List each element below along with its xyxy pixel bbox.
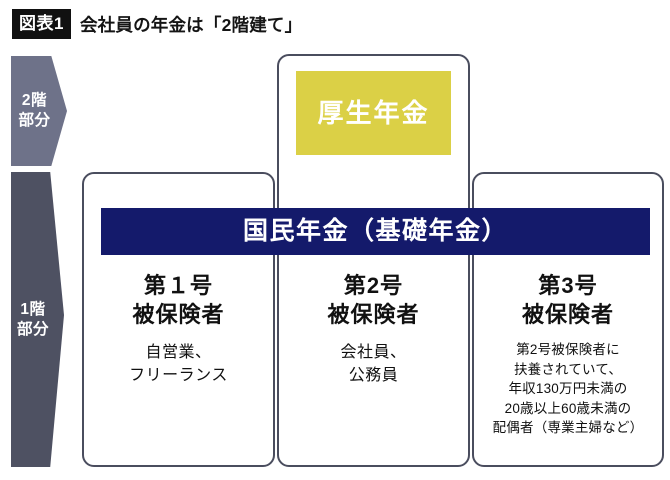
category-column-2: 第2号 被保険者 会社員、 公務員 — [279, 272, 468, 388]
kokumin-nenkin-bar: 国民年金（基礎年金） — [101, 208, 650, 255]
figure-title: 会社員の年金は「2階建て」 — [79, 14, 303, 35]
kokumin-nenkin-label: 国民年金（基礎年金） — [242, 217, 508, 245]
category-3-description: 第2号被保険者に 扶養されていて、 年収130万円未満の 20歳以上60歳未満の… — [492, 342, 644, 436]
floor-marker-second-tier: 2階 部分 — [11, 56, 67, 166]
category-1-heading: 第１号 被保険者 — [132, 273, 225, 327]
figure-title-row: 図表1 会社員の年金は「2階建て」 — [12, 9, 302, 39]
category-2-heading: 第2号 被保険者 — [327, 273, 420, 327]
category-column-1: 第１号 被保険者 自営業、 フリーランス — [84, 272, 273, 388]
category-2-description: 会社員、 公務員 — [340, 344, 407, 384]
kosei-nenkin-block: 厚生年金 — [296, 71, 451, 155]
category-3-heading: 第3号 被保険者 — [521, 273, 614, 327]
floor-marker-first-tier-label: 1階 部分 — [16, 300, 49, 338]
floor-marker-second-tier-label: 2階 部分 — [18, 92, 51, 129]
figure-number-badge: 図表1 — [12, 9, 71, 39]
kosei-nenkin-label: 厚生年金 — [317, 98, 430, 128]
category-column-3: 第3号 被保険者 第2号被保険者に 扶養されていて、 年収130万円未満の 20… — [474, 272, 662, 438]
category-1-description: 自営業、 フリーランス — [129, 344, 228, 384]
floor-marker-first-tier: 1階 部分 — [11, 172, 64, 467]
